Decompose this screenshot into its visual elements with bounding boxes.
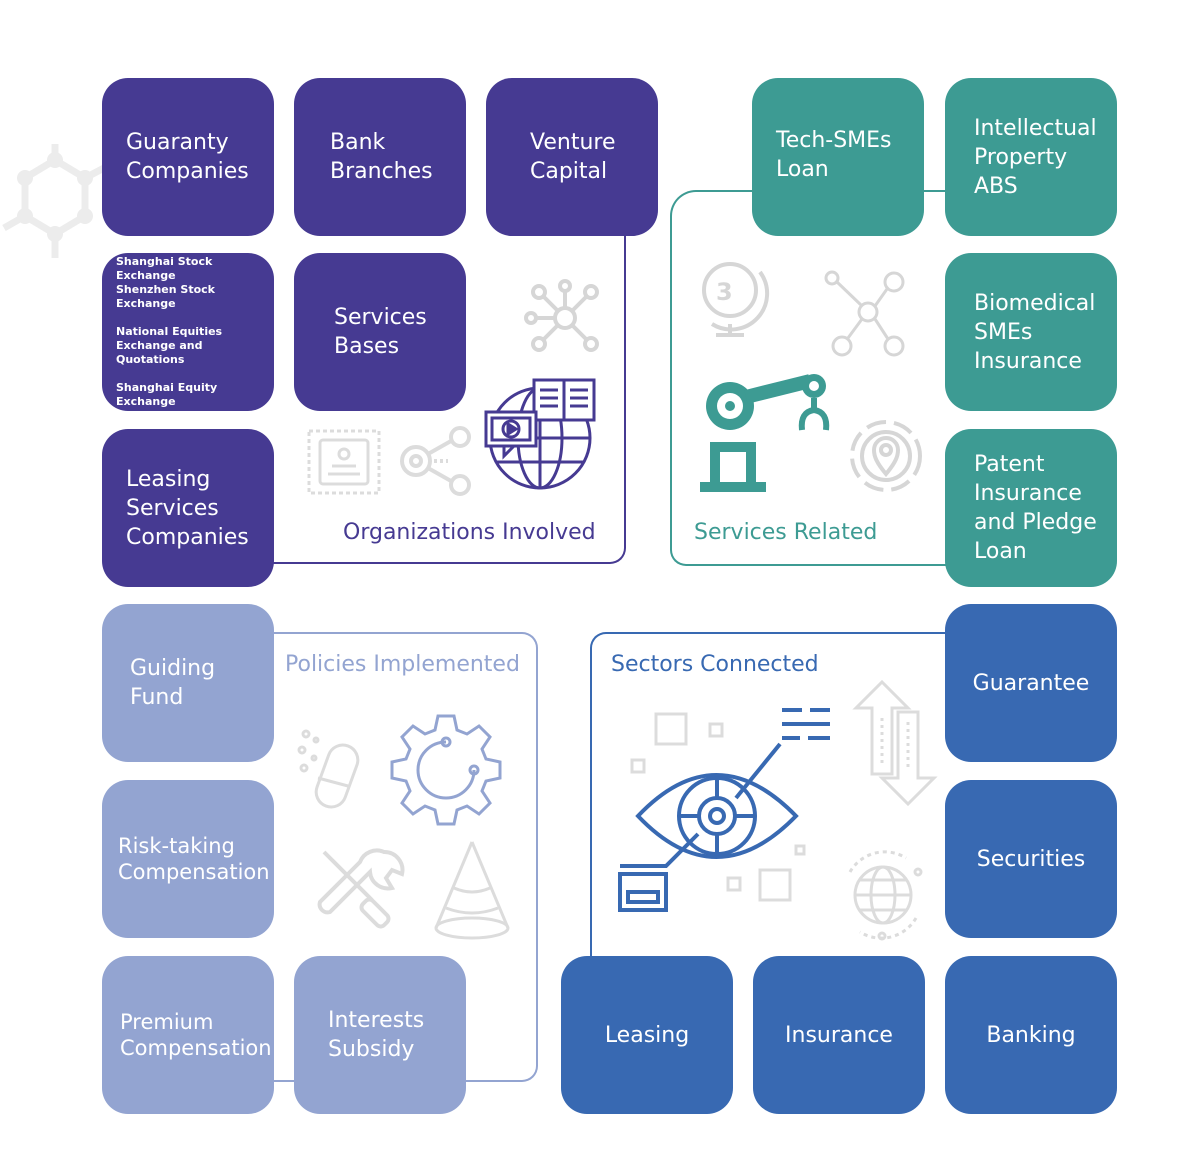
cone-icon <box>434 841 510 940</box>
tile-banking: Banking <box>945 956 1117 1114</box>
certificate-icon <box>307 429 381 495</box>
tile-leasing-services-companies: Leasing Services Companies <box>102 429 274 587</box>
tile-label: Insurance <box>785 1022 893 1048</box>
exchange-neeq: National Equities Exchange and Quotation… <box>116 325 223 366</box>
tile-stock-exchanges: Shanghai Stock Exchange Shenzhen Stock E… <box>102 253 274 411</box>
tile-tech-smes-loan: Tech-SMEs Loan <box>752 78 924 236</box>
tile-bank-branches: Bank Branches <box>294 78 466 236</box>
tile-label: Venture Capital <box>530 130 616 184</box>
gear-icon <box>390 714 502 826</box>
robot-arm-icon <box>700 374 830 492</box>
tile-guarantee: Guarantee <box>945 604 1117 762</box>
tile-label: Guaranty Companies <box>126 130 249 184</box>
tile-label: Guiding Fund <box>130 656 216 710</box>
share-icon <box>400 426 471 496</box>
tile-patent-insurance-pledge-loan: Patent Insurance and Pledge Loan <box>945 429 1117 587</box>
tile-biomedical-smes-insurance: Biomedical SMEs Insurance <box>945 253 1117 411</box>
tile-premium-compensation: Premium Compensation <box>102 956 274 1114</box>
tile-securities: Securities <box>945 780 1117 938</box>
network-icon <box>524 279 599 352</box>
policies-label: Policies Implemented <box>285 652 520 677</box>
tile-services-bases: Services Bases <box>294 253 466 411</box>
tools-icon <box>317 848 405 929</box>
tile-guiding-fund: Guiding Fund <box>102 604 274 762</box>
globe-3d-icon: 3 <box>702 262 770 337</box>
tile-label: Tech-SMEs Loan <box>776 128 892 182</box>
eye-scan-icon <box>618 708 830 912</box>
tile-label: Banking <box>986 1022 1076 1048</box>
exchange-shanghai: Shanghai Stock Exchange <box>116 255 213 282</box>
tile-label: Premium Compensation <box>120 1010 272 1060</box>
organizations-label: Organizations Involved <box>343 520 596 545</box>
arrows-updown-icon <box>852 679 938 807</box>
tile-label: Leasing <box>604 1022 690 1048</box>
pills-icon <box>297 729 360 809</box>
exchange-shenzhen: Shenzhen Stock Exchange <box>116 283 215 310</box>
tile-label: Leasing Services Companies <box>126 466 249 550</box>
tile-label: Risk-taking Compensation <box>118 834 270 884</box>
tile-label: Bank Branches <box>330 130 433 184</box>
decor-squares <box>630 712 806 902</box>
tile-label: Intellectual Property ABS <box>974 115 1097 199</box>
tile-label: Securities <box>976 846 1086 872</box>
tile-interests-subsidy: Interests Subsidy <box>294 956 466 1114</box>
globe-media-icon <box>484 378 596 490</box>
sectors-frame <box>590 632 952 960</box>
tile-label: Services Bases <box>334 305 427 359</box>
molecule-icon <box>2 144 106 258</box>
tile-intellectual-property-abs: Intellectual Property ABS <box>945 78 1117 236</box>
services-label: Services Related <box>694 520 878 545</box>
tile-venture-capital: Venture Capital <box>486 78 658 236</box>
sectors-label: Sectors Connected <box>611 652 819 677</box>
globe-icon <box>848 850 923 941</box>
location-pin-icon <box>850 420 922 492</box>
tile-guaranty-companies: Guaranty Companies <box>102 78 274 236</box>
svg-text:3: 3 <box>716 278 733 306</box>
tile-insurance: Insurance <box>753 956 925 1114</box>
tile-leasing: Leasing <box>561 956 733 1114</box>
tile-label: Interests Subsidy <box>328 1008 425 1062</box>
exchange-shanghai-equity: Shanghai Equity Exchange <box>116 381 218 408</box>
tile-label: Guarantee <box>972 670 1090 696</box>
molecule-network-icon <box>824 270 905 357</box>
tile-risk-taking-compensation: Risk-taking Compensation <box>102 780 274 938</box>
tile-label: Biomedical SMEs Insurance <box>974 290 1096 374</box>
tile-label: Patent Insurance and Pledge Loan <box>974 452 1097 564</box>
organizations-frame <box>250 200 626 564</box>
